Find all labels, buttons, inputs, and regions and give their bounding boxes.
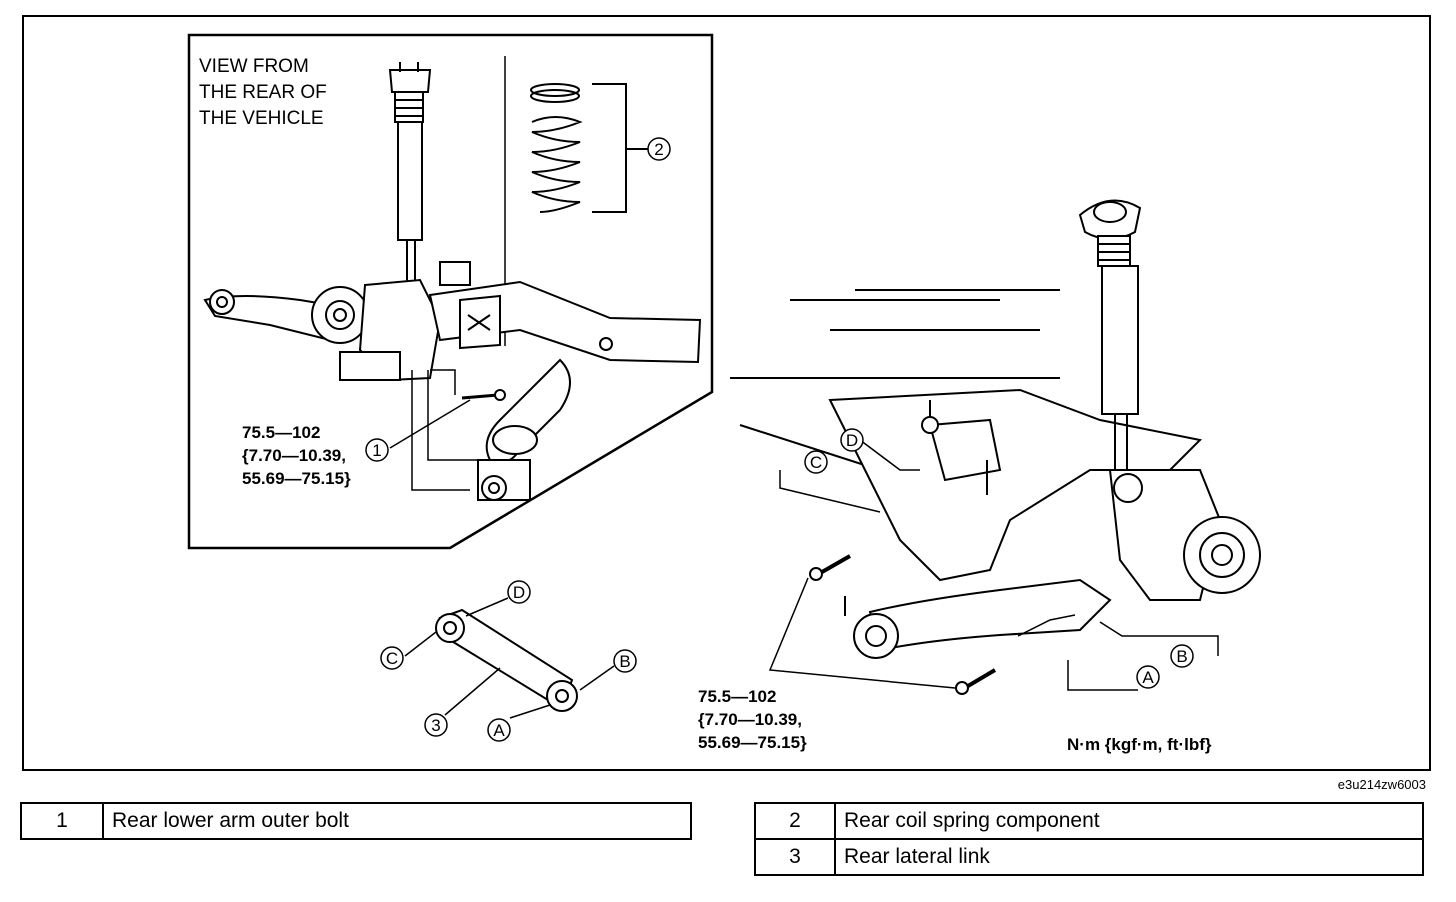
callout-b-main: B xyxy=(1170,644,1194,668)
svg-text:B: B xyxy=(619,652,630,671)
main-torque-spec: 75.5—102 {7.70—10.39, 55.69—75.15} xyxy=(698,687,807,752)
main-suspension-assembly xyxy=(730,199,1261,695)
callout-1: 1 xyxy=(365,438,389,462)
svg-text:D: D xyxy=(846,431,858,450)
torque-units-note: N·m {kgf·m, ft·lbf} xyxy=(1067,735,1212,754)
legend-number: 2 xyxy=(754,802,836,840)
legend-description: Rear coil spring component xyxy=(834,802,1424,840)
inset-torque-spec: 75.5—102 {7.70—10.39, 55.69—75.15} xyxy=(242,423,351,488)
lateral-link-drawing xyxy=(404,597,615,719)
legend-table-right: 2 Rear coil spring component 3 Rear late… xyxy=(754,802,1424,876)
callout-c-main: C xyxy=(804,450,828,474)
legend-number: 1 xyxy=(20,802,104,840)
suspension-diagram: VIEW FROM THE REAR OF THE VEHICLE xyxy=(22,15,1431,790)
svg-text:1: 1 xyxy=(372,441,381,460)
inset-panel xyxy=(187,33,714,550)
inset-view-note: VIEW FROM THE REAR OF THE VEHICLE xyxy=(199,56,332,129)
svg-text:C: C xyxy=(810,453,822,472)
legend-number: 3 xyxy=(754,838,836,876)
callout-3: 3 xyxy=(424,713,448,737)
callout-b-link: B xyxy=(613,649,637,673)
callout-a-link: A xyxy=(487,718,511,742)
figure-reference-code: e3u214zw6003 xyxy=(1338,777,1426,790)
legend-row: 1 Rear lower arm outer bolt xyxy=(20,802,692,840)
inset-shock-absorber xyxy=(388,62,432,290)
legend-table-left: 1 Rear lower arm outer bolt xyxy=(20,802,692,840)
svg-text:B: B xyxy=(1176,647,1187,666)
svg-text:C: C xyxy=(386,649,398,668)
svg-text:A: A xyxy=(1142,668,1154,687)
svg-text:A: A xyxy=(493,721,505,740)
callout-d-link: D xyxy=(507,580,531,604)
callout-c-link: C xyxy=(380,646,404,670)
inset-coil-spring xyxy=(530,83,648,213)
callout-2: 2 xyxy=(647,137,671,161)
svg-text:3: 3 xyxy=(431,716,440,735)
legend-row: 3 Rear lateral link xyxy=(754,838,1424,876)
legend-description: Rear lateral link xyxy=(834,838,1424,876)
legend-row: 2 Rear coil spring component xyxy=(754,802,1424,840)
legend-description: Rear lower arm outer bolt xyxy=(102,802,692,840)
callout-a-main: A xyxy=(1136,665,1160,689)
svg-text:2: 2 xyxy=(654,140,663,159)
svg-text:D: D xyxy=(513,583,525,602)
diagram-frame xyxy=(22,15,1431,771)
inset-suspension-assembly xyxy=(203,261,702,501)
callout-1-leader xyxy=(389,399,471,449)
callout-d-main: D xyxy=(840,428,864,452)
